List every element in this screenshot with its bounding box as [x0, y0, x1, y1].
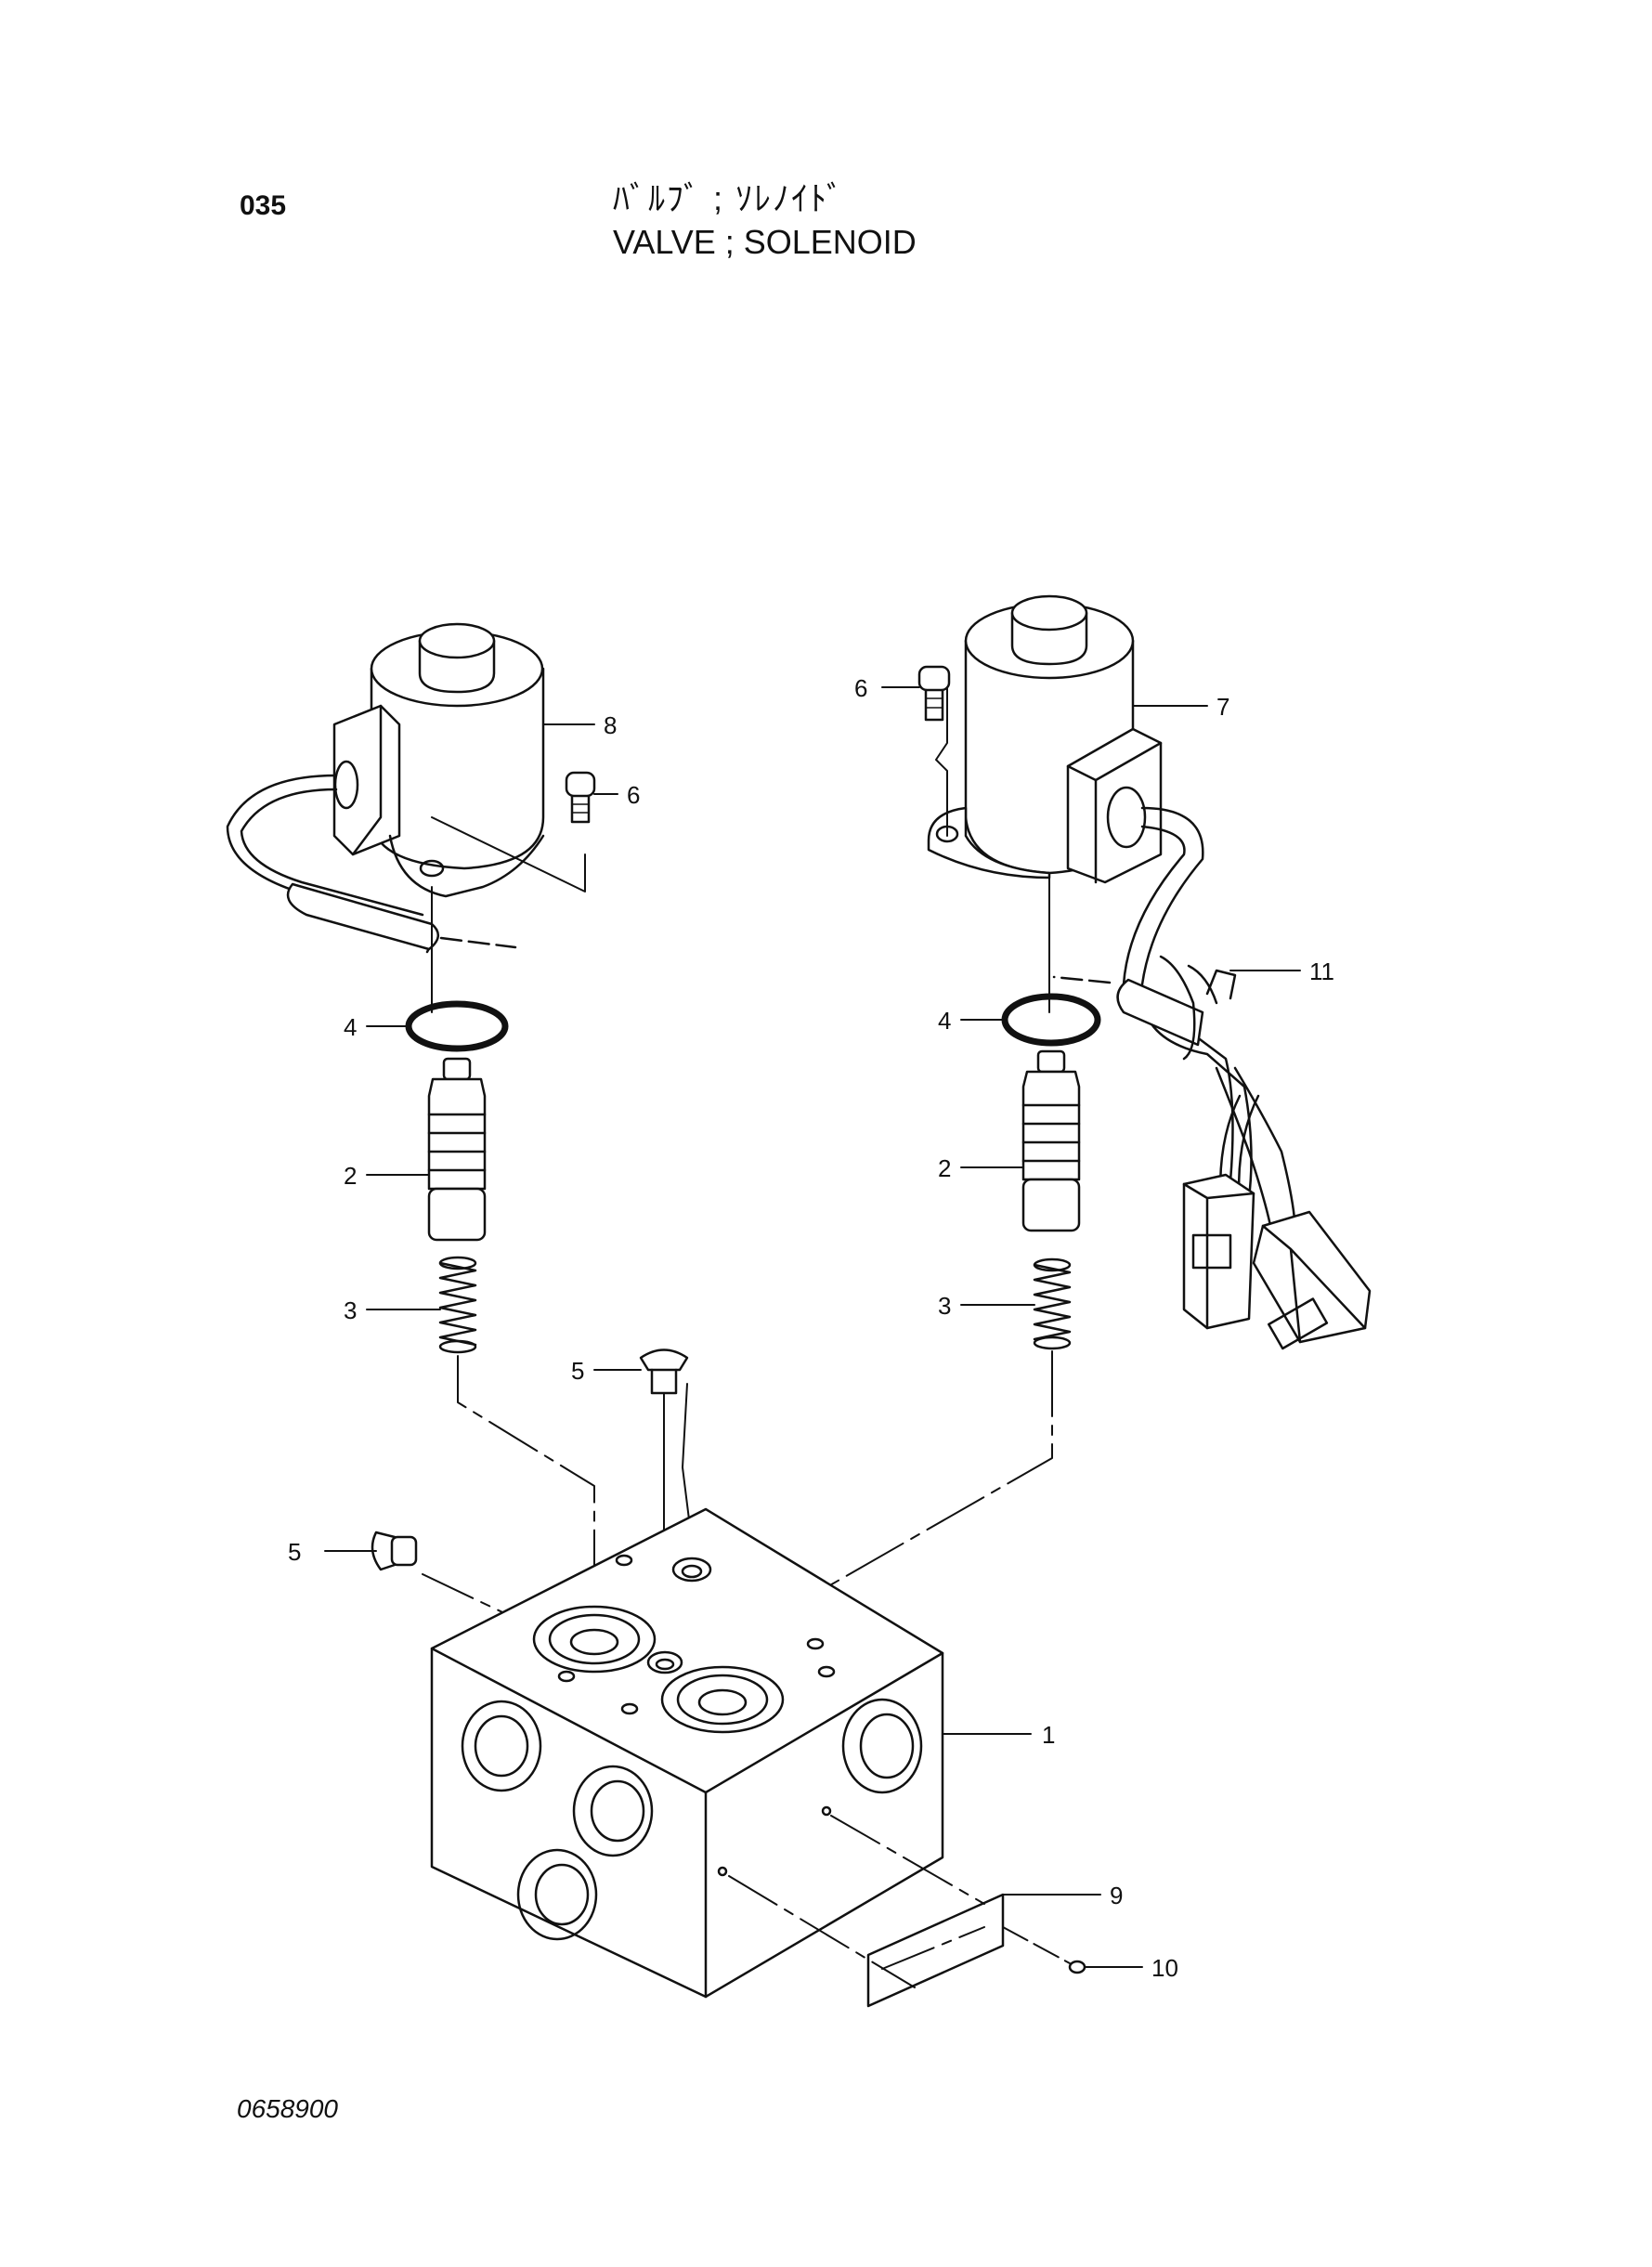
callout-9: 9 [1110, 1882, 1123, 1909]
solenoid-coil-right [927, 594, 1372, 1350]
name-plate [728, 1815, 1005, 2008]
screw [1002, 1926, 1086, 1974]
drawing-code: 0658900 [237, 2094, 339, 2123]
bolt-right [917, 665, 951, 722]
title-english: VALVE ; SOLENOID [613, 223, 917, 261]
o-ring-left [405, 1000, 509, 1052]
callout-11: 11 [1309, 958, 1334, 985]
plug-side [371, 1531, 521, 1622]
callout-3-right: 3 [938, 1292, 951, 1320]
page-number: 035 [240, 190, 287, 221]
callout-10: 10 [1151, 1954, 1178, 1982]
bolt-left [565, 771, 596, 824]
callout-4-left: 4 [344, 1013, 357, 1041]
spool-left [427, 1057, 487, 1242]
title-japanese: ﾊﾞﾙﾌﾞ ; ｿﾚﾉｲﾄﾞ [613, 179, 846, 217]
callout-1: 1 [1042, 1721, 1055, 1749]
callout-3-left: 3 [344, 1296, 357, 1324]
callout-2-right: 2 [938, 1154, 951, 1182]
callout-7: 7 [1216, 693, 1229, 721]
valve-body [430, 1507, 944, 1999]
callout-5-top: 5 [571, 1357, 584, 1385]
spring-left [438, 1256, 595, 1635]
callout-6-right: 6 [854, 674, 867, 702]
callout-4-right: 4 [938, 1007, 951, 1035]
callout-5-side: 5 [288, 1538, 301, 1566]
callout-8: 8 [604, 711, 617, 739]
o-ring-right [1001, 993, 1101, 1047]
callout-2-left: 2 [344, 1162, 357, 1190]
solenoid-coil-left [226, 622, 586, 1013]
spool-right [1021, 1049, 1081, 1232]
callout-6-left: 6 [627, 781, 640, 809]
